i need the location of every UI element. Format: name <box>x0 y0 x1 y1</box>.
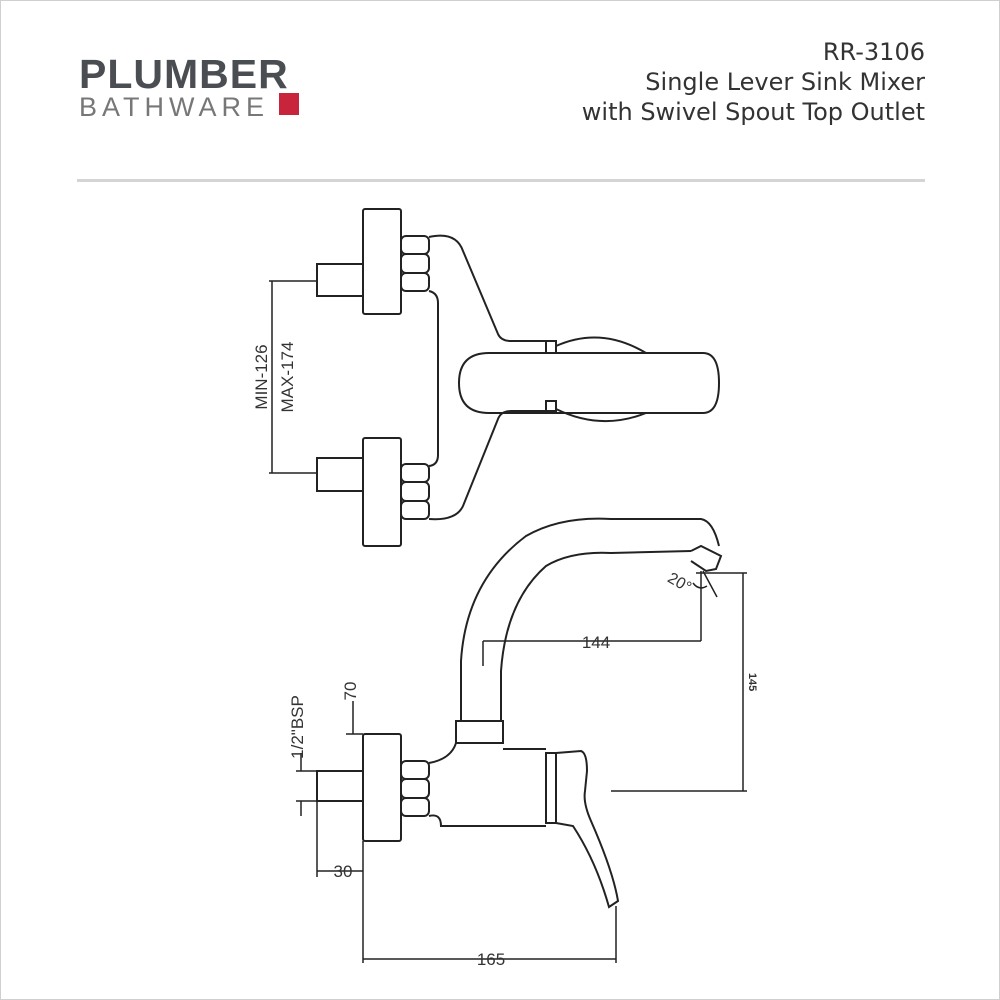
dim-bsp-label: 1/2"BSP <box>288 695 307 759</box>
brand-logo-square <box>279 93 299 115</box>
dim-reach-label: 144 <box>582 633 610 652</box>
top-view <box>316 208 721 547</box>
product-title: RR-3106 Single Lever Sink Mixer with Swi… <box>582 37 925 127</box>
dim-30-label: 30 <box>334 862 353 881</box>
dim-height-label: 145 <box>746 673 758 691</box>
model-number: RR-3106 <box>822 38 925 66</box>
title-line-1: Single Lever Sink Mixer <box>645 68 925 96</box>
dim-165-label: 165 <box>477 950 505 969</box>
dim-angle-label: 20° <box>665 570 694 597</box>
brand-logo-sub: BATHWARE <box>79 92 270 122</box>
side-view <box>316 517 723 909</box>
dimension-lines <box>269 280 747 963</box>
dim-70-label: 70 <box>341 682 360 701</box>
dim-max-label: MAX-174 <box>278 342 297 413</box>
brand-logo: PLUMBER <box>79 51 289 97</box>
header-divider <box>77 179 925 182</box>
dim-min-label: MIN-126 <box>252 344 271 409</box>
dimension-labels: MIN-126 MAX-174 144 145 20° 70 1/2"BSP 3… <box>252 342 758 969</box>
title-line-2: with Swivel Spout Top Outlet <box>581 98 925 126</box>
